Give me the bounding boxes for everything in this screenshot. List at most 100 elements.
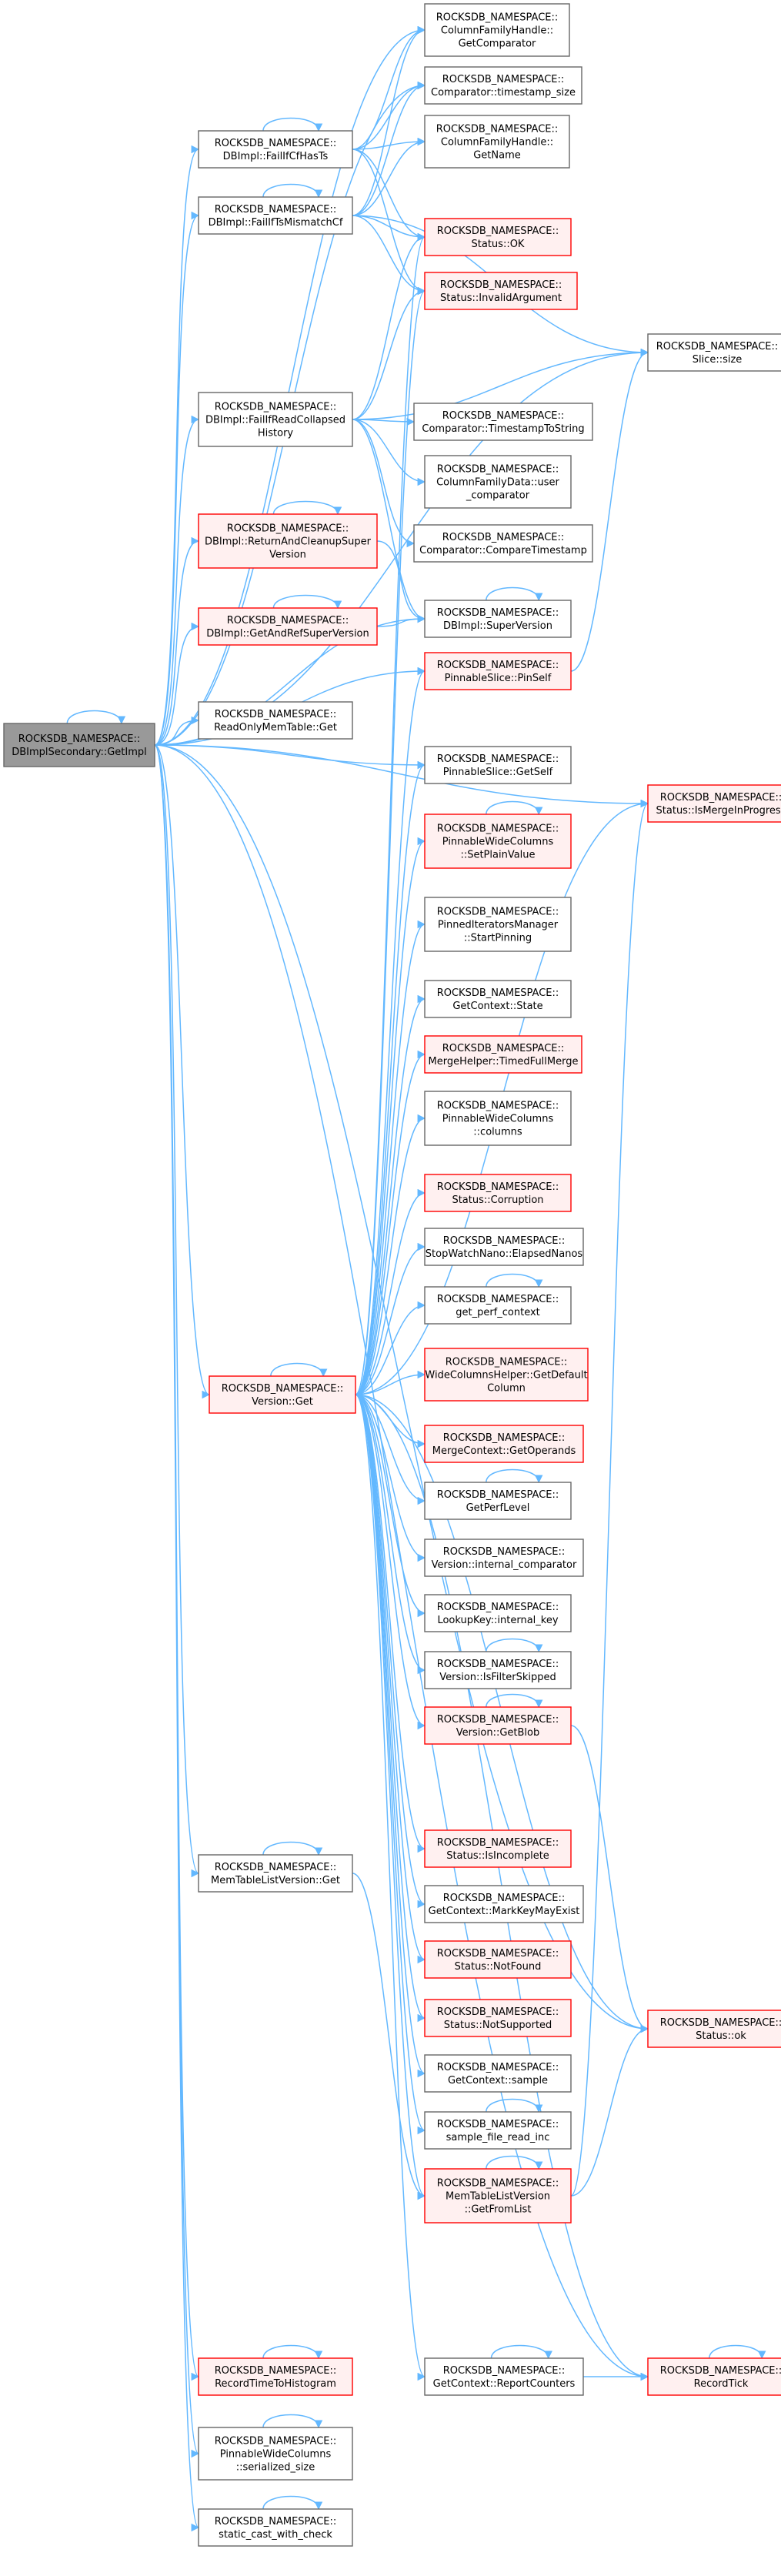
node-box [424, 2357, 584, 2396]
node-n36[interactable]: ROCKSDB_NAMESPACE::MemTableListVersion::… [198, 1854, 353, 1893]
node-n28[interactable]: ROCKSDB_NAMESPACE::WideColumnsHelper::Ge… [424, 1348, 589, 1402]
node-n3[interactable]: ROCKSDB_NAMESPACE::ColumnFamilyHandle::G… [424, 115, 570, 169]
node-box [424, 66, 582, 105]
node-n8[interactable]: ROCKSDB_NAMESPACE::Slice::size [647, 333, 781, 372]
node-label-line: ::columns [473, 1127, 522, 1138]
edge-n29-to-n32 [355, 1394, 426, 1562]
node-box [198, 1854, 353, 1893]
node-n9[interactable]: ROCKSDB_NAMESPACE::DBImpl::FailIfReadCol… [198, 392, 353, 447]
node-box [198, 130, 353, 169]
node-label-line: MergeHelper::TimedFullMerge [429, 1056, 579, 1067]
edge-n29-to-n38 [355, 1394, 426, 1909]
node-n10[interactable]: ROCKSDB_NAMESPACE::Comparator::Timestamp… [413, 403, 593, 441]
node-n37[interactable]: ROCKSDB_NAMESPACE::Status::IsIncomplete [424, 1829, 572, 1868]
edge-n29-to-n31 [355, 1394, 426, 1505]
node-n23[interactable]: ROCKSDB_NAMESPACE::MergeHelper::TimedFul… [424, 1035, 582, 1074]
node-n35[interactable]: ROCKSDB_NAMESPACE::Version::GetBlob [424, 1706, 572, 1745]
node-label-line: Status::OK [472, 239, 525, 250]
self-loop-n36 [262, 1841, 323, 1856]
node-label-line: ROCKSDB_NAMESPACE:: [437, 907, 559, 918]
node-label-line: WideColumnsHelper::GetDefault [425, 1370, 587, 1382]
node-n41[interactable]: ROCKSDB_NAMESPACE::Status::NotSupported [424, 1999, 572, 2037]
node-box [424, 455, 572, 509]
node-label-line: ROCKSDB_NAMESPACE:: [437, 1489, 559, 1501]
node-n13[interactable]: ROCKSDB_NAMESPACE::DBImpl::ReturnAndClea… [198, 513, 378, 569]
node-n1[interactable]: ROCKSDB_NAMESPACE::ColumnFamilyHandle::G… [424, 3, 570, 57]
edge-n29-to-n22 [355, 994, 426, 1395]
node-box [198, 392, 353, 447]
node-label-line: ROCKSDB_NAMESPACE:: [437, 1101, 559, 1112]
self-loop-n44 [486, 2155, 543, 2170]
node-n49[interactable]: ROCKSDB_NAMESPACE::static_cast_with_chec… [198, 2508, 353, 2547]
edge-root-to-n13 [154, 536, 200, 746]
node-n2[interactable]: ROCKSDB_NAMESPACE::Comparator::timestamp… [424, 66, 582, 105]
node-n45[interactable]: ROCKSDB_NAMESPACE::RecordTimeToHistogram [198, 2357, 353, 2396]
node-label-line: ROCKSDB_NAMESPACE:: [660, 792, 781, 804]
node-label-line: Status::IsIncomplete [446, 1850, 549, 1862]
node-n42[interactable]: ROCKSDB_NAMESPACE::GetContext::sample [424, 2054, 572, 2093]
node-n18[interactable]: ROCKSDB_NAMESPACE::PinnableSlice::GetSel… [424, 746, 572, 784]
node-label-line: ROCKSDB_NAMESPACE:: [660, 2365, 781, 2377]
node-n21[interactable]: ROCKSDB_NAMESPACE::PinnedIteratorsManage… [424, 897, 572, 952]
node-label-line: PinnableSlice::GetSelf [443, 767, 553, 778]
node-label-line: MemTableListVersion::Get [211, 1875, 340, 1886]
node-n31[interactable]: ROCKSDB_NAMESPACE::GetPerfLevel [424, 1482, 572, 1520]
node-n44[interactable]: ROCKSDB_NAMESPACE::MemTableListVersion::… [424, 2168, 572, 2224]
node-label-line: ROCKSDB_NAMESPACE:: [442, 532, 565, 543]
node-label-line: ROCKSDB_NAMESPACE:: [442, 410, 565, 422]
node-box [413, 524, 593, 563]
node-root[interactable]: ROCKSDB_NAMESPACE::DBImplSecondary::GetI… [3, 723, 155, 767]
node-n30[interactable]: ROCKSDB_NAMESPACE::MergeContext::GetOper… [424, 1425, 584, 1463]
node-n5[interactable]: ROCKSDB_NAMESPACE::Status::InvalidArgume… [424, 272, 578, 310]
node-n38[interactable]: ROCKSDB_NAMESPACE::GetContext::MarkKeyMa… [424, 1885, 584, 1923]
node-n43[interactable]: ROCKSDB_NAMESPACE::sample_file_read_inc [424, 2111, 572, 2150]
edge-n29-to-n26 [355, 1242, 426, 1395]
node-n19[interactable]: ROCKSDB_NAMESPACE::Status::IsMergeInProg… [647, 784, 781, 823]
node-label-line: ROCKSDB_NAMESPACE:: [443, 1432, 566, 1444]
self-loop-n35 [486, 1693, 543, 1709]
node-label-line: DBImpl::FailIfTsMismatchCf [209, 217, 343, 229]
self-loop-n43 [486, 2098, 543, 2113]
edge-n29-to-n5 [355, 287, 426, 1395]
node-n20[interactable]: ROCKSDB_NAMESPACE::PinnableWideColumns::… [424, 814, 572, 869]
node-n29[interactable]: ROCKSDB_NAMESPACE::Version::Get [209, 1375, 356, 1414]
node-box [424, 1829, 572, 1868]
node-box [424, 600, 572, 638]
node-n47[interactable]: ROCKSDB_NAMESPACE::RecordTick [647, 2357, 781, 2396]
node-label-line: ROCKSDB_NAMESPACE:: [437, 2119, 559, 2130]
node-n14[interactable]: ROCKSDB_NAMESPACE::DBImpl::SuperVersion [424, 600, 572, 638]
node-n39[interactable]: ROCKSDB_NAMESPACE::Status::NotFound [424, 1940, 572, 1979]
node-label-line: ColumnFamilyHandle:: [441, 137, 553, 149]
node-n22[interactable]: ROCKSDB_NAMESPACE::GetContext::State [424, 980, 572, 1018]
node-n11[interactable]: ROCKSDB_NAMESPACE::ColumnFamilyData::use… [424, 455, 572, 509]
node-label-line: ROCKSDB_NAMESPACE:: [215, 1862, 337, 1873]
node-n46[interactable]: ROCKSDB_NAMESPACE::GetContext::ReportCou… [424, 2357, 584, 2396]
node-n17[interactable]: ROCKSDB_NAMESPACE::ReadOnlyMemTable::Get [198, 701, 353, 740]
node-n40[interactable]: ROCKSDB_NAMESPACE::Status::ok [647, 2010, 781, 2048]
node-n25[interactable]: ROCKSDB_NAMESPACE::Status::Corruption [424, 1174, 572, 1212]
node-n16[interactable]: ROCKSDB_NAMESPACE::PinnableSlice::PinSel… [424, 652, 572, 690]
node-label-line: PinnableWideColumns [442, 1114, 554, 1125]
node-n4[interactable]: ROCKSDB_NAMESPACE::Status::OK [424, 218, 572, 256]
node-n7[interactable]: ROCKSDB_NAMESPACE::DBImpl::FailIfTsMisma… [198, 196, 353, 235]
node-label-line: DBImpl::ReturnAndCleanupSuper [205, 536, 372, 548]
node-box [424, 2168, 572, 2224]
node-label-line: Column [487, 1383, 526, 1395]
node-label-line: ROCKSDB_NAMESPACE:: [443, 2365, 566, 2377]
node-label-line: ROCKSDB_NAMESPACE:: [660, 2017, 781, 2029]
node-n24[interactable]: ROCKSDB_NAMESPACE::PinnableWideColumns::… [424, 1091, 572, 1146]
node-n32[interactable]: ROCKSDB_NAMESPACE::Version::internal_com… [424, 1539, 584, 1577]
self-loop-n47 [709, 2344, 766, 2360]
node-n26[interactable]: ROCKSDB_NAMESPACE::StopWatchNano::Elapse… [424, 1228, 584, 1266]
node-n12[interactable]: ROCKSDB_NAMESPACE::Comparator::CompareTi… [413, 524, 593, 563]
node-n33[interactable]: ROCKSDB_NAMESPACE::LookupKey::internal_k… [424, 1594, 572, 1632]
node-n15[interactable]: ROCKSDB_NAMESPACE::DBImpl::GetAndRefSupe… [198, 607, 378, 646]
node-n27[interactable]: ROCKSDB_NAMESPACE::get_perf_context [424, 1286, 572, 1325]
node-n6[interactable]: ROCKSDB_NAMESPACE::DBImpl::FailIfCfHasTs [198, 130, 353, 169]
node-n34[interactable]: ROCKSDB_NAMESPACE::Version::IsFilterSkip… [424, 1651, 572, 1689]
node-box [424, 1425, 584, 1463]
node-n48[interactable]: ROCKSDB_NAMESPACE::PinnableWideColumns::… [198, 2427, 353, 2481]
node-box [424, 1174, 572, 1212]
edge-n29-to-n18 [355, 760, 426, 1395]
node-label-line: PinnableWideColumns [220, 2449, 332, 2461]
